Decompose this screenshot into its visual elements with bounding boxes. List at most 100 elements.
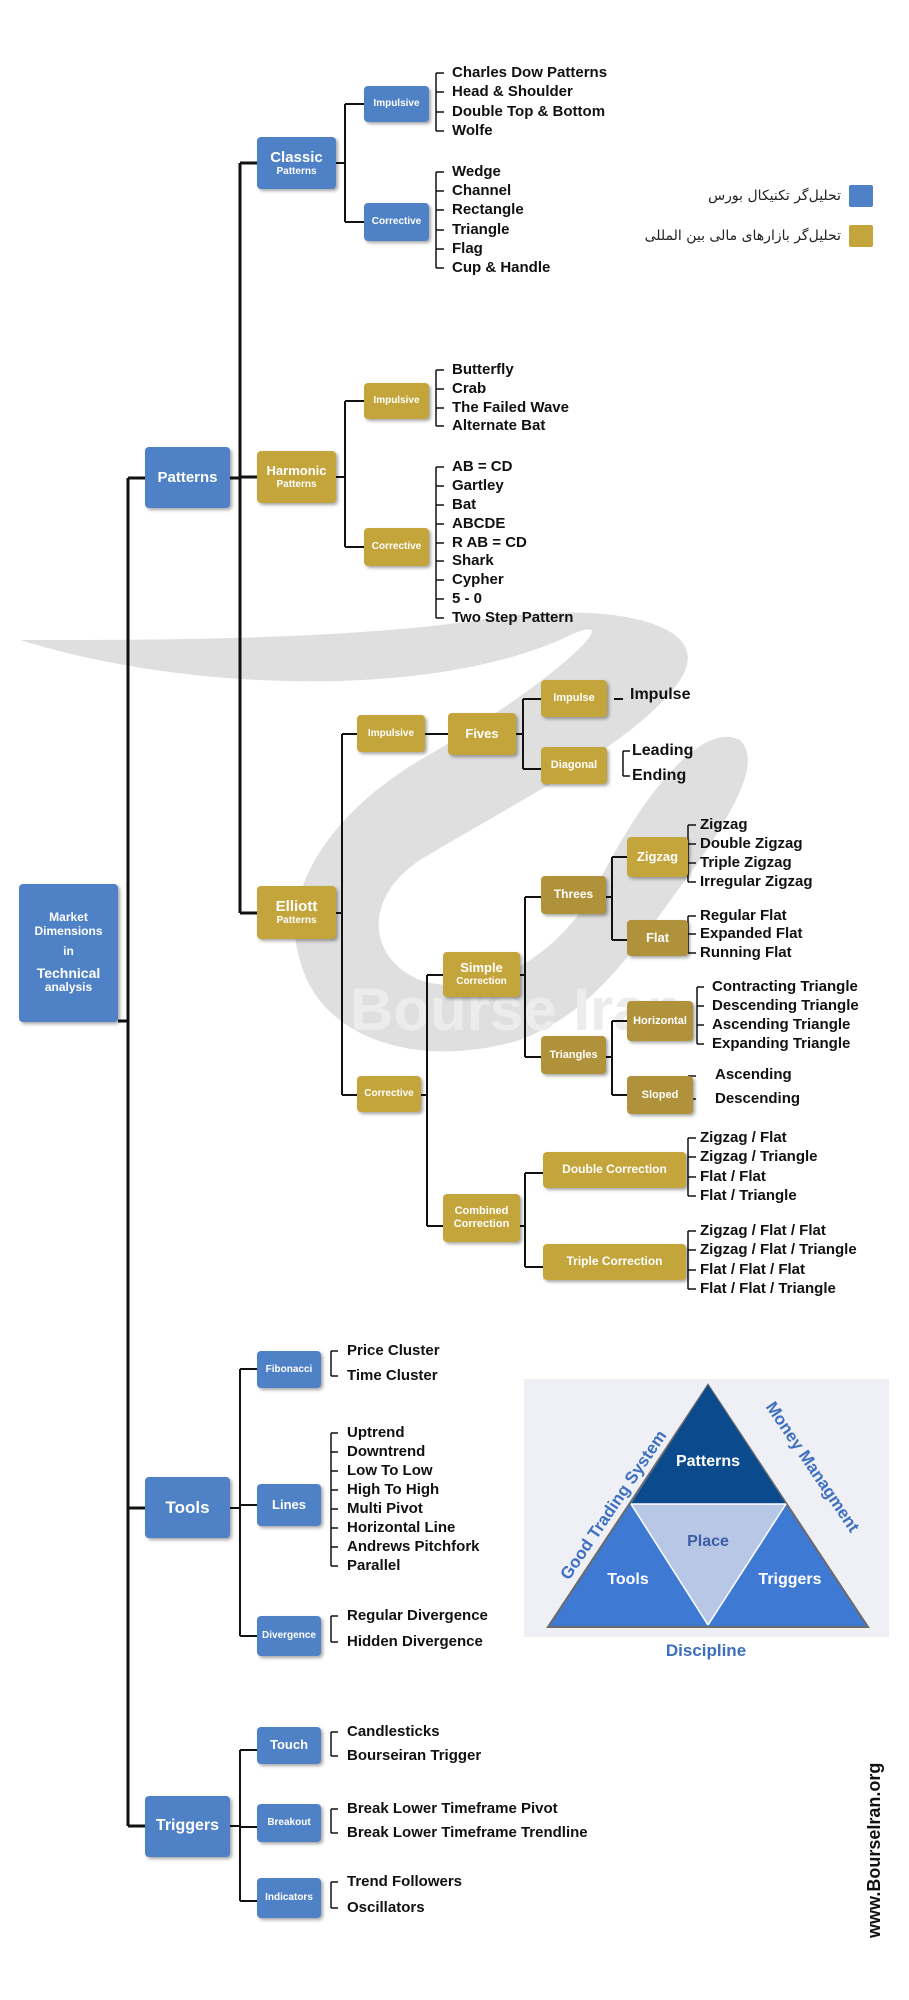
breakout-node: Breakout bbox=[257, 1804, 321, 1842]
fibonacci-node: Fibonacci bbox=[257, 1351, 321, 1388]
harmonic-corrective-item: Cypher bbox=[452, 571, 504, 588]
flat-item: Expanded Flat bbox=[700, 925, 803, 942]
elliott-patterns-node: Elliott Patterns bbox=[257, 886, 336, 939]
double-correction-node: Double Correction bbox=[543, 1152, 686, 1188]
harmonic-corrective-node: Corrective bbox=[364, 528, 429, 566]
classic-corrective-item: Triangle bbox=[452, 221, 510, 238]
harmonic-corrective-item: Shark bbox=[452, 552, 494, 569]
triangle-top-patterns bbox=[631, 1385, 786, 1504]
breakout-item: Break Lower Timeframe Pivot bbox=[347, 1800, 558, 1817]
impulse-node: Impulse bbox=[541, 680, 607, 717]
harmonic-impulsive-item: Alternate Bat bbox=[452, 417, 546, 434]
elliott-corrective-node: Corrective bbox=[357, 1076, 421, 1112]
impulse-item: Impulse bbox=[630, 686, 691, 703]
classic-sub: Patterns bbox=[276, 165, 317, 177]
discipline-label: Discipline bbox=[666, 1641, 746, 1660]
touch-node: Touch bbox=[257, 1727, 321, 1764]
horizontal-node: Horizontal bbox=[627, 1001, 693, 1041]
classic-corrective-item: Wedge bbox=[452, 163, 501, 180]
simple-correction-node: Simple Correction bbox=[443, 952, 520, 997]
triangle-patterns-label: Patterns bbox=[675, 1453, 741, 1470]
breakout-item: Break Lower Timeframe Trendline bbox=[347, 1824, 588, 1841]
double-correction-item: Flat / Flat bbox=[700, 1168, 766, 1185]
legend-blue-swatch bbox=[849, 185, 873, 207]
tools-node: Tools bbox=[145, 1477, 230, 1538]
lines-item: Low To Low bbox=[347, 1462, 433, 1479]
legend-blue-label: تحلیل‌گر تکنیکال بورس bbox=[708, 188, 841, 204]
harmonic-corrective-item: R AB = CD bbox=[452, 534, 527, 551]
classic-title: Classic bbox=[270, 148, 323, 166]
diagonal-item: Ending bbox=[632, 767, 687, 784]
harmonic-patterns-node: Harmonic Patterns bbox=[257, 451, 336, 503]
lines-item: Parallel bbox=[347, 1557, 401, 1574]
triple-correction-item: Zigzag / Flat / Flat bbox=[700, 1222, 826, 1239]
lines-item: Andrews Pitchfork bbox=[347, 1538, 480, 1555]
root-line4: Technical bbox=[36, 964, 101, 981]
elliott-title: Elliott bbox=[275, 898, 318, 916]
harmonic-corrective-item: Bat bbox=[452, 496, 477, 513]
classic-corrective-item: Rectangle bbox=[452, 201, 524, 218]
diagonal-item: Leading bbox=[632, 742, 694, 759]
sloped-node: Sloped bbox=[627, 1076, 693, 1114]
classic-impulsive-item: Double Top & Bottom bbox=[452, 103, 606, 120]
elliott-sub: Patterns bbox=[276, 915, 317, 927]
legend-gold: تحلیل‌گر بازارهای مالی بین المللی bbox=[645, 225, 873, 247]
root-line3: in bbox=[63, 943, 74, 958]
sloped-item: Descending bbox=[715, 1090, 801, 1107]
lines-item: High To High bbox=[347, 1481, 440, 1498]
classic-corrective-item: Cup & Handle bbox=[452, 259, 551, 276]
zigzag-item: Irregular Zigzag bbox=[700, 873, 813, 890]
fibonacci-item: Time Cluster bbox=[347, 1367, 438, 1384]
harmonic-sub: Patterns bbox=[276, 478, 317, 490]
classic-impulsive-item: Head & Shoulder bbox=[452, 83, 573, 100]
indicators-node: Indicators bbox=[257, 1878, 321, 1918]
simple-sub: Correction bbox=[456, 976, 507, 988]
harmonic-corrective-item: AB = CD bbox=[452, 458, 513, 475]
triangle-tools-label: Tools bbox=[607, 1571, 649, 1588]
threes-node: Threes bbox=[541, 876, 606, 914]
classic-corrective-item: Channel bbox=[452, 182, 512, 199]
divergence-item: Regular Divergence bbox=[347, 1607, 488, 1624]
horizontal-item: Expanding Triangle bbox=[712, 1035, 851, 1052]
double-correction-item: Flat / Triangle bbox=[700, 1187, 797, 1204]
sloped-item: Ascending bbox=[715, 1066, 792, 1083]
flat-node: Flat bbox=[627, 920, 688, 956]
indicators-item: Oscillators bbox=[347, 1899, 425, 1916]
harmonic-corrective-item: 5 - 0 bbox=[452, 590, 483, 607]
legend-gold-swatch bbox=[849, 225, 873, 247]
indicators-item: Trend Followers bbox=[347, 1873, 463, 1890]
triggers-node: Triggers bbox=[145, 1796, 230, 1857]
harmonic-corrective-item: ABCDE bbox=[452, 515, 506, 532]
triangle-center-place bbox=[631, 1504, 786, 1625]
fives-node: Fives bbox=[448, 713, 516, 755]
touch-item: Candlesticks bbox=[347, 1723, 440, 1740]
fibonacci-item: Price Cluster bbox=[347, 1342, 440, 1359]
double-correction-item: Zigzag / Triangle bbox=[700, 1148, 818, 1165]
classic-patterns-node: Classic Patterns bbox=[257, 137, 336, 189]
lines-item: Uptrend bbox=[347, 1424, 405, 1441]
triple-correction-node: Triple Correction bbox=[543, 1244, 686, 1280]
root-line5: analysis bbox=[44, 979, 93, 994]
zigzag-item: Double Zigzag bbox=[700, 835, 803, 852]
horizontal-item: Contracting Triangle bbox=[712, 978, 858, 995]
website-label: www.BourseIran.org bbox=[864, 1763, 884, 1939]
triple-correction-item: Zigzag / Flat / Triangle bbox=[700, 1241, 857, 1258]
lines-item: Horizontal Line bbox=[347, 1519, 456, 1536]
simple-title: Simple bbox=[460, 960, 503, 976]
combined-sub: Correction bbox=[453, 1218, 510, 1230]
combined-title: Combined bbox=[454, 1205, 509, 1218]
divergence-node: Divergence bbox=[257, 1616, 321, 1656]
diagonal-node: Diagonal bbox=[541, 747, 607, 784]
triangles-node: Triangles bbox=[541, 1036, 606, 1074]
harmonic-impulsive-item: Butterfly bbox=[452, 361, 514, 378]
elliott-impulsive-node: Impulsive bbox=[357, 715, 425, 752]
harmonic-corrective-item: Two Step Pattern bbox=[452, 609, 574, 626]
zigzag-item: Triple Zigzag bbox=[700, 854, 792, 871]
zigzag-node: Zigzag bbox=[627, 837, 688, 877]
root-line2: Dimensions bbox=[34, 924, 103, 939]
flat-item: Regular Flat bbox=[700, 907, 787, 924]
flat-item: Running Flat bbox=[700, 944, 792, 961]
divergence-item: Hidden Divergence bbox=[347, 1633, 483, 1650]
harmonic-corrective-item: Gartley bbox=[452, 477, 504, 494]
